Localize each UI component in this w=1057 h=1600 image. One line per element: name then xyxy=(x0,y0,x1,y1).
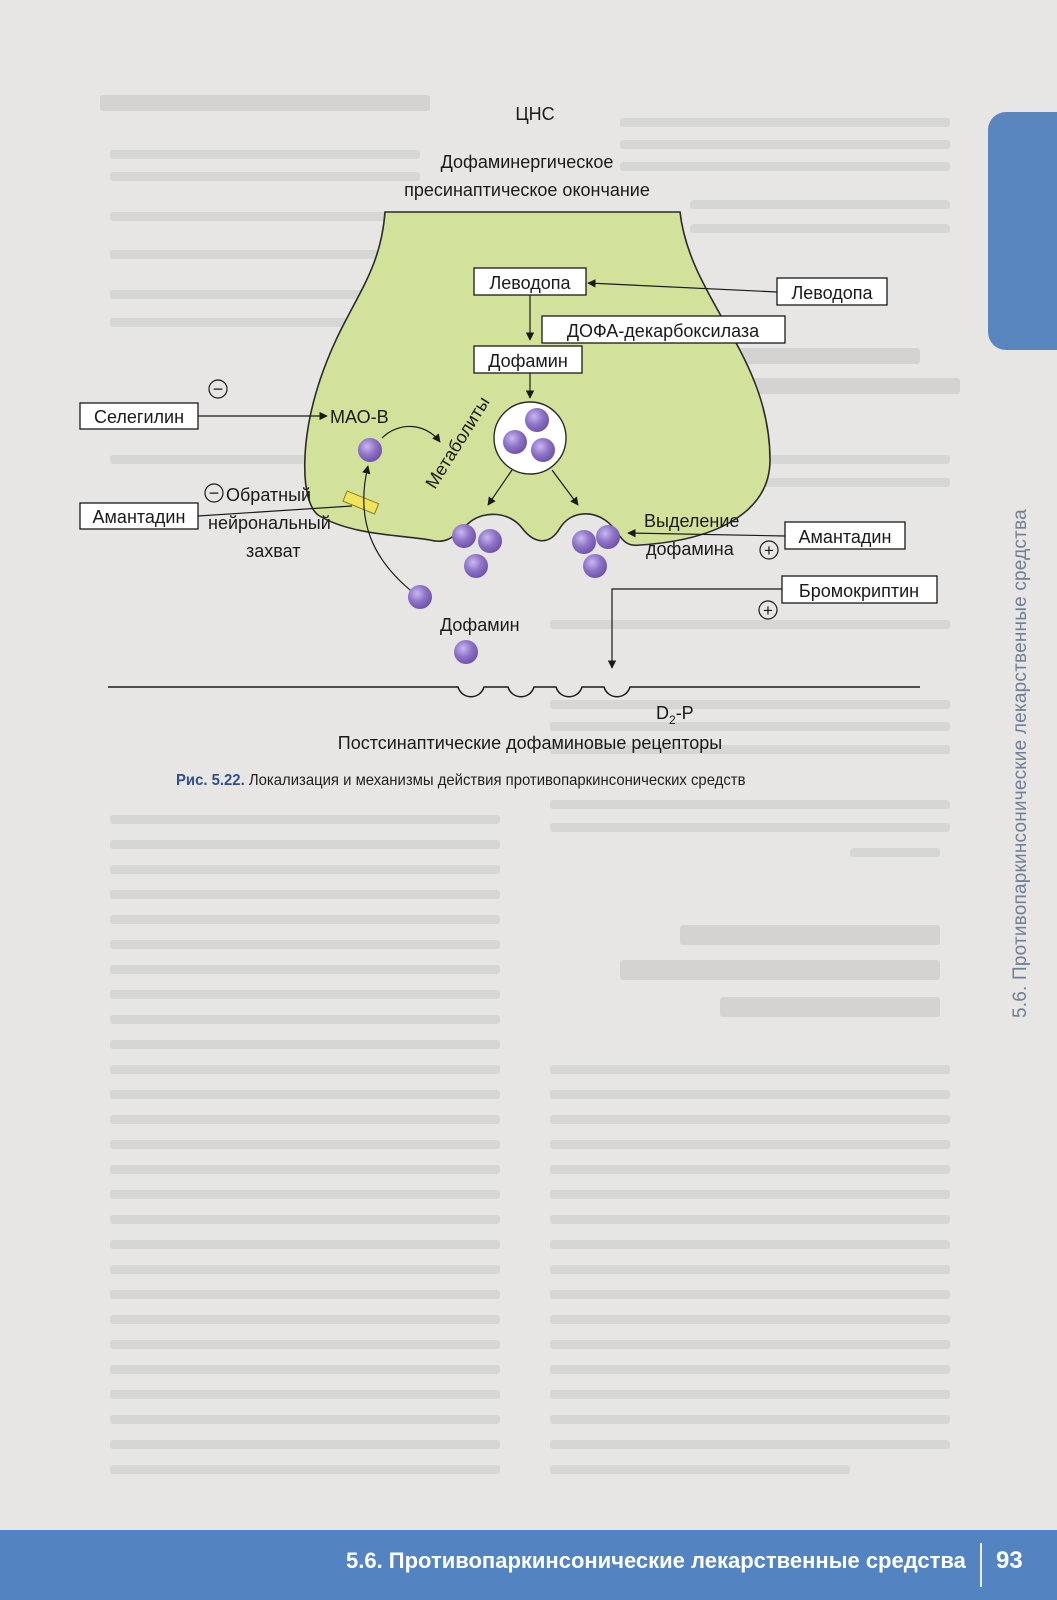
presynaptic-terminal xyxy=(305,212,770,545)
figure-caption: Рис. 5.22. Локализация и механизмы дейст… xyxy=(176,772,745,790)
selegiline: Селегилин xyxy=(94,407,184,427)
selegiline-minus: − xyxy=(213,379,224,399)
dopamine-synapse: Дофамин xyxy=(440,615,520,635)
cns-label: ЦНС xyxy=(515,104,554,124)
figure-caption-text: Локализация и механизмы действия противо… xyxy=(245,772,746,789)
terminal-label-line1: Дофаминергическое xyxy=(441,152,614,172)
terminal-label-line2: пресинаптическое окончание xyxy=(404,180,650,200)
dopamine-molecule xyxy=(454,640,478,664)
parkinson-drug-mechanism-diagram: ЦНС Дофаминергическое пресинаптическое о… xyxy=(0,0,1057,760)
figure-number: Рис. 5.22. xyxy=(176,772,245,789)
dopamine-molecule xyxy=(531,438,555,462)
levodopa-outer: Леводопа xyxy=(791,283,873,303)
levodopa-inner: Леводопа xyxy=(489,273,571,293)
page-number: 93 xyxy=(996,1547,1023,1575)
release-plus: + xyxy=(764,541,774,560)
amantadine-right: Амантадин xyxy=(799,527,892,547)
dopamine-molecule xyxy=(596,525,620,549)
dopamine-molecule xyxy=(478,529,502,553)
reuptake-line2: нейрональный xyxy=(208,513,331,533)
receptor-label: D2-P xyxy=(656,703,694,727)
mao-b: МАО-В xyxy=(330,407,389,427)
reuptake-line3: захват xyxy=(246,541,300,561)
dopamine-molecule xyxy=(525,408,549,432)
dopamine-molecule xyxy=(464,554,488,578)
dopa-decarboxylase: ДОФА-декарбоксилаза xyxy=(567,321,760,341)
dopamine-molecule xyxy=(583,554,607,578)
bromocriptine-arrow xyxy=(612,589,782,668)
bromocriptine: Бромокриптин xyxy=(799,581,919,601)
postsynaptic-membrane xyxy=(108,687,920,697)
footer-divider xyxy=(980,1543,982,1587)
dopamine-molecule xyxy=(503,430,527,454)
dopamine-molecule xyxy=(358,438,382,462)
postsynaptic-label: Постсинаптические дофаминовые рецепторы xyxy=(338,733,723,753)
dopamine-molecule xyxy=(452,524,476,548)
amantadine-left: Амантадин xyxy=(93,507,186,527)
reuptake-line1: Обратный xyxy=(226,485,311,505)
bromocriptine-plus: + xyxy=(763,601,773,620)
footer-section-title: 5.6. Противопаркинсонические лекарственн… xyxy=(346,1548,966,1574)
dopamine-molecule xyxy=(572,530,596,554)
dopamine-box: Дофамин xyxy=(488,351,568,371)
release-line1: Выделение xyxy=(644,511,739,531)
amantadine-left-minus: − xyxy=(209,483,220,503)
release-line2: дофамина xyxy=(646,539,735,559)
dopamine-molecule xyxy=(408,585,432,609)
